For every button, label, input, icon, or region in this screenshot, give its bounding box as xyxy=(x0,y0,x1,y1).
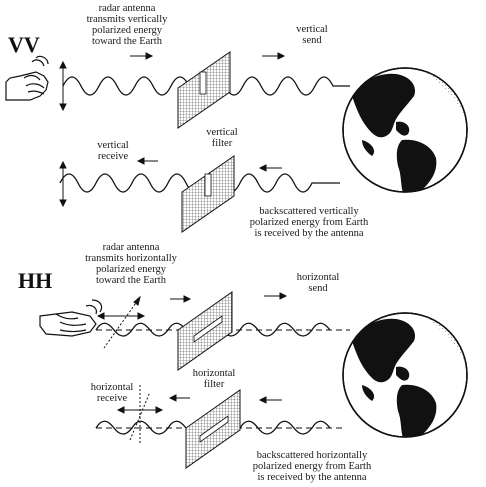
vv-backscatter-caption: backscattered vertically polarized energ… xyxy=(249,206,369,239)
vv-receive-direction-arrow-icon xyxy=(136,157,282,172)
hh-filter-label: horizontal filter xyxy=(192,368,236,390)
vv-receive-filter xyxy=(181,155,235,233)
hh-transmit-caption: radar antenna transmits horizontally pol… xyxy=(85,242,177,286)
hh-direction-arrow-icon xyxy=(170,292,288,303)
hh-mode-label: HH xyxy=(18,268,53,293)
vv-send-label: vertical send xyxy=(296,24,328,46)
hh-receive-polarization-arrow xyxy=(116,385,164,445)
hh-receive-filter xyxy=(185,389,241,469)
globe-icon xyxy=(342,67,468,193)
hh-receive-direction-arrow-icon xyxy=(168,394,282,404)
hh-hand-icon xyxy=(39,299,103,337)
hh-transmit-polarization-arrow xyxy=(96,295,146,349)
vv-filter-label: vertical filter xyxy=(206,127,238,149)
hh-receive-label: horizontal receive xyxy=(90,382,134,404)
vv-receive-polarization-arrow xyxy=(59,160,67,208)
vv-transmit-caption: radar antenna transmits vertically polar… xyxy=(86,3,168,47)
hh-send-filter xyxy=(177,291,233,371)
hh-backscatter-caption: backscattered horizontally polarized ene… xyxy=(252,450,372,483)
vv-mode-label: VV xyxy=(8,32,40,57)
vv-receive-wave xyxy=(59,173,340,193)
vv-receive-label: vertical receive xyxy=(97,140,129,162)
hh-send-label: horizontal send xyxy=(296,272,340,294)
vv-direction-arrow-icon xyxy=(130,52,286,60)
vv-hand-icon xyxy=(5,55,49,101)
globe-icon-bottom xyxy=(342,312,468,438)
vv-send-filter xyxy=(177,51,231,129)
